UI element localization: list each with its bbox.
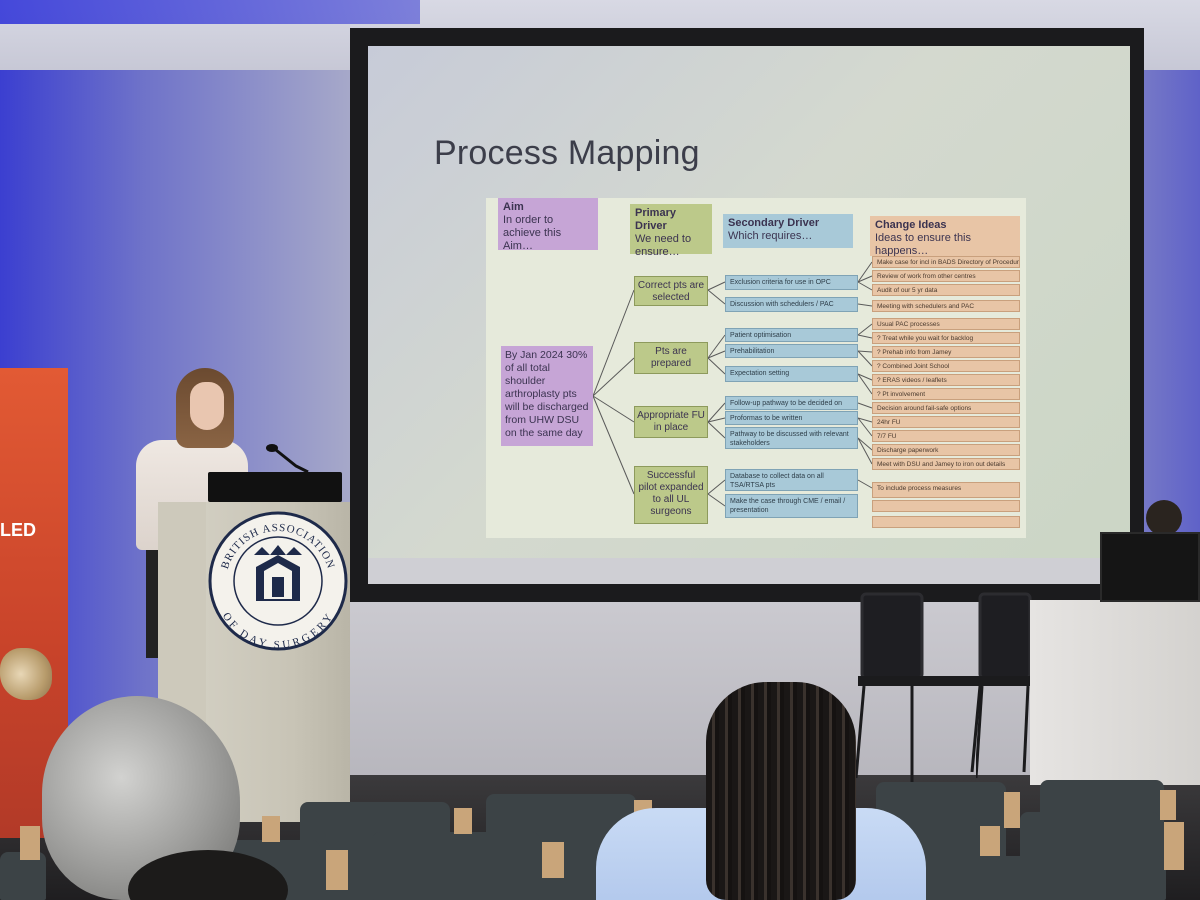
banner-animal-image [0, 648, 52, 700]
screen-bottom-border [368, 558, 1130, 584]
ceiling-light [0, 0, 420, 24]
primary-driver: Correct pts are selected [634, 276, 708, 306]
microphone [266, 444, 309, 472]
primary-driver: Pts are prepared [634, 342, 708, 374]
aim-header: Aim In order to achieve this Aim… [498, 198, 598, 252]
change-idea: Review of work from other centres [872, 270, 1020, 282]
change-idea: 7/7 FU [872, 430, 1020, 442]
primary-driver-header: Primary Driver We need to ensure… [630, 204, 712, 258]
change-header-text: Ideas to ensure this happens… [875, 232, 972, 257]
secondary-header-title: Secondary Driver [728, 217, 820, 229]
primary-header-title: Primary Driver [635, 207, 676, 232]
secondary-driver-header: Secondary Driver Which requires… [723, 214, 853, 248]
secondary-driver: Proformas to be written [725, 411, 858, 425]
audience-seat [372, 832, 540, 900]
primary-header-text: We need to ensure… [635, 233, 692, 258]
secondary-driver: Exclusion criteria for use in OPC [725, 275, 858, 290]
change-ideas-header: Change Ideas Ideas to ensure this happen… [870, 216, 1020, 257]
seat-armrest [1160, 790, 1176, 820]
change-idea [872, 500, 1020, 512]
seat-armrest [454, 808, 472, 834]
slide-title: Process Mapping [434, 134, 700, 172]
change-idea: 24hr FU [872, 416, 1020, 428]
change-idea: Meeting with schedulers and PAC [872, 300, 1020, 312]
secondary-driver: Discussion with schedulers / PAC [725, 297, 858, 312]
change-idea: ? Prehab info from Jamey [872, 346, 1020, 358]
change-idea: Decision around fail-safe options [872, 402, 1020, 414]
secondary-driver: Pathway to be discussed with relevant st… [725, 427, 858, 449]
driver-diagram: Aim In order to achieve this Aim… Primar… [486, 198, 1026, 538]
primary-driver: Appropriate FU in place [634, 406, 708, 438]
secondary-driver: Make the case through CME / email / pres… [725, 494, 858, 518]
change-idea: Usual PAC processes [872, 318, 1020, 330]
connector-lines [592, 261, 873, 507]
secondary-driver: Prehabilitation [725, 344, 858, 358]
change-idea: To include process measures [872, 482, 1020, 498]
technician-head [1146, 500, 1182, 536]
monitor [1100, 532, 1200, 602]
seat-armrest [980, 826, 1000, 856]
stage-chair [854, 592, 984, 782]
secondary-driver: Database to collect data on all TSA/RTSA… [725, 469, 858, 491]
presenter-face [190, 382, 224, 430]
secondary-driver: Patient optimisation [725, 328, 858, 342]
change-idea: ? Pt involvement [872, 388, 1020, 400]
primary-driver: Successful pilot expanded to all UL surg… [634, 466, 708, 524]
seat-armrest [1004, 792, 1020, 828]
seat-armrest [1164, 822, 1184, 870]
secondary-driver: Follow-up pathway to be decided on [725, 396, 858, 410]
aim-statement: By Jan 2024 30% of all total shoulder ar… [501, 346, 593, 446]
change-idea: ? Combined Joint School [872, 360, 1020, 372]
change-idea: ? Treat while you wait for backlog [872, 332, 1020, 344]
audience-seat [0, 852, 46, 900]
tech-desk [1030, 600, 1200, 785]
change-idea: Audit of our 5 yr data [872, 284, 1020, 296]
stage-chair [976, 592, 1034, 779]
secondary-header-text: Which requires… [728, 230, 813, 242]
change-idea [872, 516, 1020, 528]
bads-logo: BRITISH ASSOCIATION OF DAY SURGERY [208, 511, 348, 651]
aim-header-title: Aim [503, 201, 524, 213]
seat-armrest [542, 842, 564, 878]
aim-header-text: In order to achieve this Aim… [503, 214, 562, 252]
secondary-driver: Expectation setting [725, 366, 858, 382]
audience-seat [996, 856, 1166, 900]
change-idea: Meet with DSU and Jamey to iron out deta… [872, 458, 1020, 470]
laptop [208, 472, 342, 502]
seat-armrest [20, 826, 40, 860]
projector-screen: Process Mapping [368, 46, 1130, 558]
banner-text: LED [0, 520, 36, 540]
seat-armrest [326, 850, 348, 890]
change-header-title: Change Ideas [875, 219, 947, 231]
change-idea: Make case for incl in BADS Directory of … [872, 256, 1020, 268]
audience-member-braids [706, 682, 856, 900]
seat-armrest [262, 816, 280, 842]
change-idea: ? ERAS videos / leaflets [872, 374, 1020, 386]
change-idea: Discharge paperwork [872, 444, 1020, 456]
